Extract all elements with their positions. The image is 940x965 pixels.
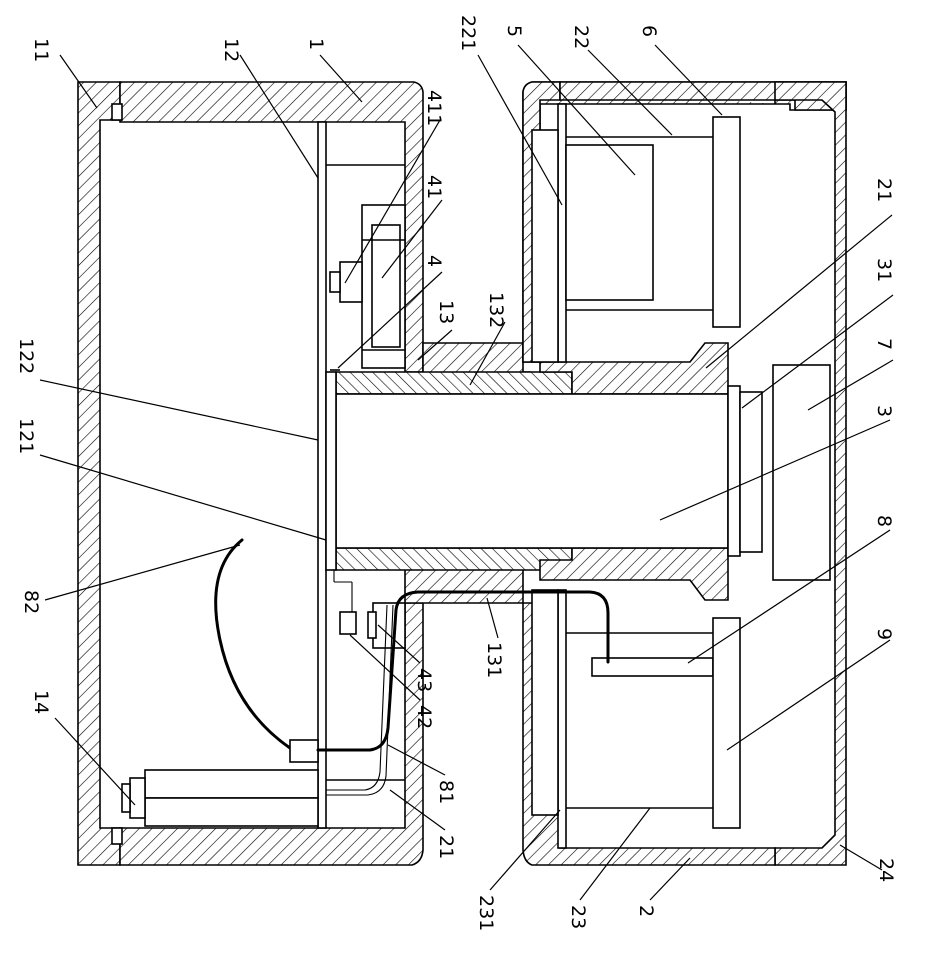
label-12: 12 [220,38,242,62]
label-23: 23 [567,905,589,929]
label-31: 31 [873,258,895,282]
sleeve-132-top [336,372,572,394]
end-cap-11 [78,82,120,865]
magnet-5 [566,117,740,327]
label-13: 13 [435,300,457,324]
label-6: 6 [638,25,660,37]
label-8: 8 [873,515,895,527]
label-122: 122 [15,338,37,374]
seal-block-top [112,104,122,120]
label-81: 81 [435,780,457,804]
motor-41 [330,205,405,368]
sensor-42 [340,612,356,634]
label-5: 5 [503,25,525,37]
label-3: 3 [873,405,895,417]
connector-81 [290,740,318,762]
label-131: 131 [483,642,505,678]
label-22: 22 [570,25,592,49]
label-2: 2 [635,905,657,917]
plate-6 [713,117,740,327]
sensor-8 [592,658,713,676]
seal-block-bottom [112,828,122,844]
label-24: 24 [875,858,897,882]
label-21-bottom: 21 [435,835,457,859]
label-9: 9 [873,628,895,640]
motor-shaft-411 [340,262,362,302]
wire-82 [216,540,290,748]
plate-9 [713,618,740,828]
label-411: 411 [423,90,445,126]
label-11: 11 [30,38,52,62]
inner-wall-221 [558,104,566,362]
shaft-assembly [326,343,762,603]
label-82: 82 [20,590,42,614]
label-14: 14 [30,690,52,714]
inner-wall-231 [558,590,566,848]
label-231: 231 [475,895,497,931]
label-221: 221 [457,15,479,51]
connector-14 [122,770,318,826]
label-132: 132 [485,292,507,328]
label-4: 4 [423,255,445,267]
shaft-3 [336,394,728,548]
shaft-end-31 [728,386,740,556]
component-7 [773,365,830,580]
label-41: 41 [423,175,445,199]
label-1: 1 [305,38,327,50]
label-43: 43 [413,668,435,692]
magnet-lower [566,618,740,828]
label-121: 121 [15,418,37,454]
sleeve-132-bottom [336,548,572,570]
label-7: 7 [873,338,895,350]
label-42: 42 [413,705,435,729]
label-21-top: 21 [873,178,895,202]
